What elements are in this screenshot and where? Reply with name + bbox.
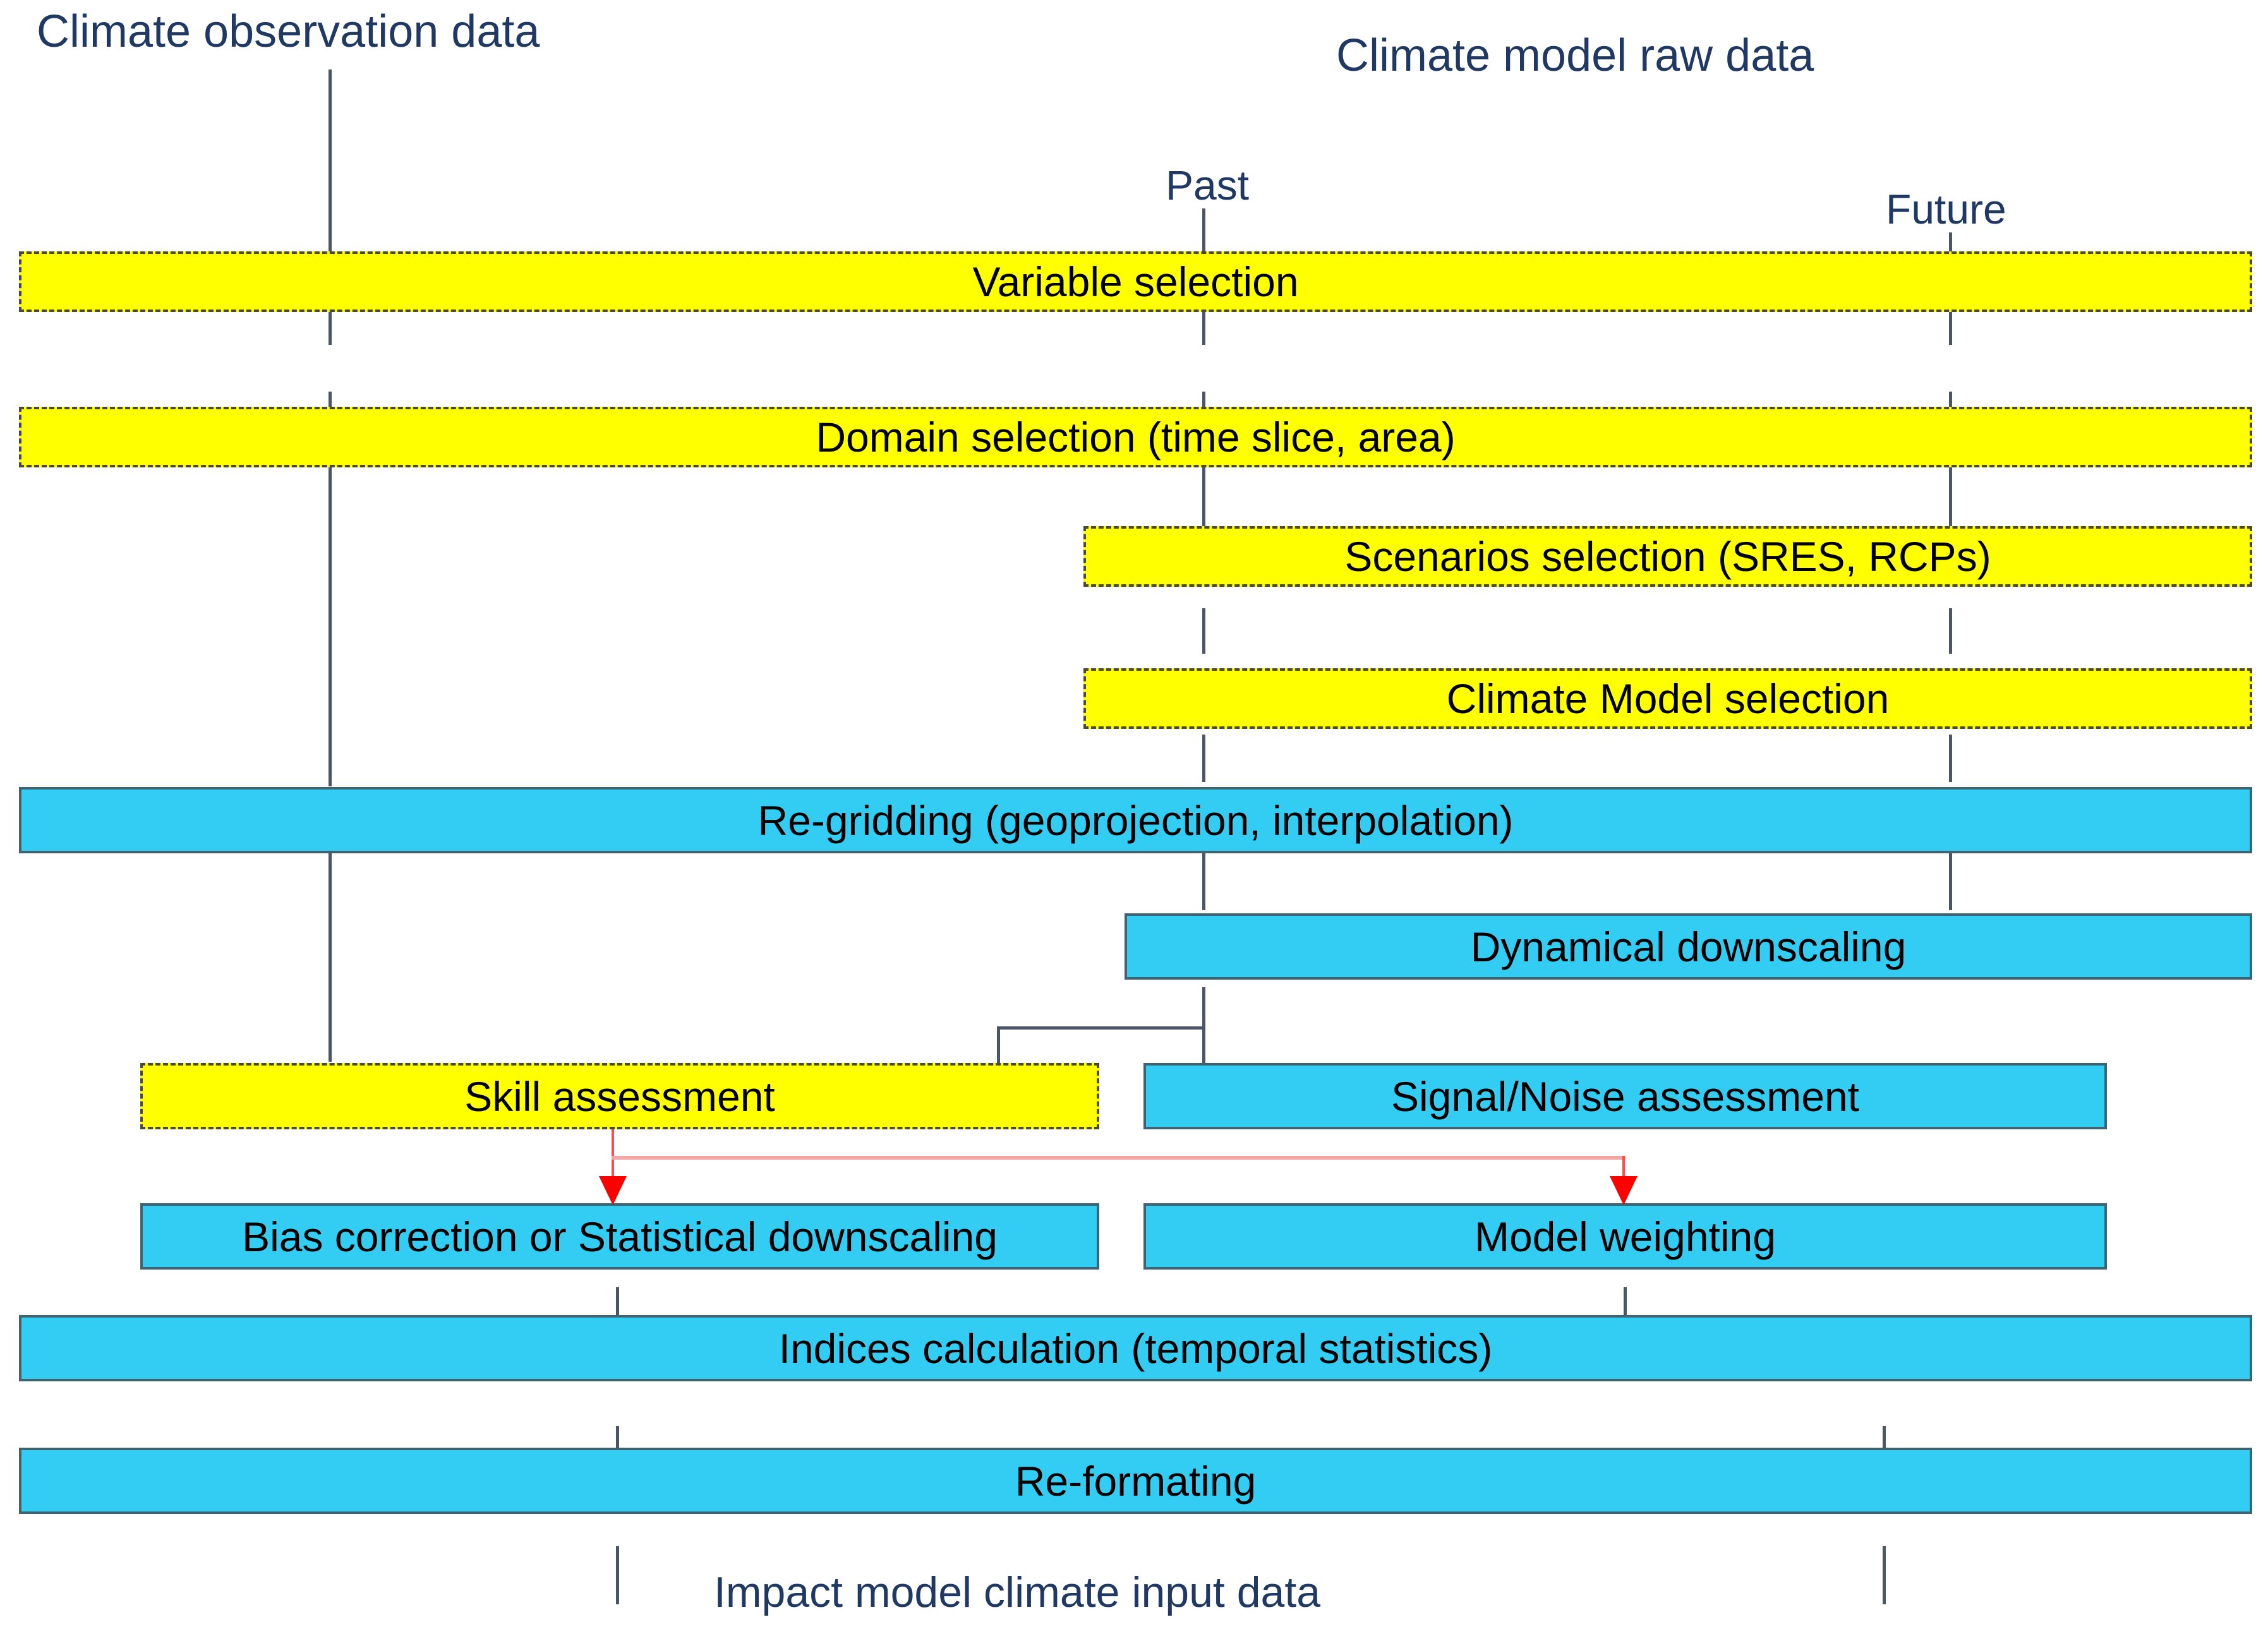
box-indices-calculation-label: Indices calculation (temporal statistics… [778,1325,1493,1372]
box-domain-selection-label: Domain selection (time slice, area) [816,414,1456,460]
connector-downscale-branch-horizontal [997,1026,1205,1030]
box-scenarios-selection[interactable]: Scenarios selection (SRES, RCPs) [1083,526,2252,587]
label-climate-observation-data: Climate observation data [37,6,540,57]
box-reformatting-label: Re-formating [1015,1457,1257,1505]
box-climate-model-selection-label: Climate Model selection [1446,675,1890,722]
box-dynamical-downscaling-label: Dynamical downscaling [1470,923,1907,970]
label-climate-model-raw-data: Climate model raw data [1336,30,1814,81]
box-signal-noise-assessment[interactable]: Signal/Noise assessment [1143,1063,2107,1129]
red-connector-horizontal [612,1156,1626,1160]
box-domain-selection[interactable]: Domain selection (time slice, area) [19,407,2252,467]
connector-observation-stem [329,69,332,272]
connector-observation-stem-3 [329,392,332,786]
box-regridding[interactable]: Re-gridding (geoprojection, interpolatio… [19,787,2252,853]
connector-weighting-to-indices [1624,1287,1627,1339]
box-indices-calculation[interactable]: Indices calculation (temporal statistics… [19,1315,2252,1381]
connector-observation-stem-2 [329,308,332,345]
connector-future-stem-4 [1949,608,1952,654]
connector-downscale-drop [1202,987,1205,1063]
box-signal-noise-assessment-label: Signal/Noise assessment [1390,1072,1860,1120]
connector-past-stem-5 [1202,735,1205,782]
box-bias-correction-label: Bias correction or Statistical downscali… [242,1213,998,1260]
connector-regrid-to-downscale-past [1202,844,1205,910]
box-model-weighting[interactable]: Model weighting [1143,1203,2107,1270]
box-skill-assessment-label: Skill assessment [464,1072,775,1120]
box-variable-selection-label: Variable selection [972,258,1299,305]
label-branch-past: Past [1166,162,1250,208]
box-variable-selection[interactable]: Variable selection [19,251,2252,312]
label-impact-model-climate-input-data: Impact model climate input data [714,1568,1321,1616]
box-dynamical-downscaling[interactable]: Dynamical downscaling [1125,913,2252,980]
connector-future-stem-2 [1949,308,1952,345]
connector-past-stem-2 [1202,308,1205,345]
box-skill-assessment[interactable]: Skill assessment [140,1063,1099,1129]
connector-regrid-to-downscale-future [1949,844,1952,910]
box-bias-correction[interactable]: Bias correction or Statistical downscali… [140,1203,1099,1270]
connector-downscale-branch-to-skill [997,1026,1000,1064]
box-reformatting[interactable]: Re-formating [19,1448,2252,1514]
box-regridding-label: Re-gridding (geoprojection, interpolatio… [757,796,1514,844]
red-arrowhead-bias-correction [599,1176,627,1205]
label-branch-future: Future [1886,186,2006,232]
red-arrowhead-model-weighting [1610,1176,1638,1205]
connector-observation-to-skill [329,844,332,1062]
box-scenarios-selection-label: Scenarios selection (SRES, RCPs) [1344,533,1991,580]
connector-future-stem-5 [1949,735,1952,782]
connector-bias-to-indices [616,1287,619,1339]
connector-past-stem-4 [1202,608,1205,654]
box-climate-model-selection[interactable]: Climate Model selection [1083,668,2252,729]
red-connector-weighting-down [1622,1156,1625,1186]
connector-reformat-to-footer-right [1883,1546,1886,1604]
box-model-weighting-label: Model weighting [1475,1213,1776,1260]
connector-reformat-to-footer [616,1546,619,1604]
connector-past-stem [1202,208,1205,275]
